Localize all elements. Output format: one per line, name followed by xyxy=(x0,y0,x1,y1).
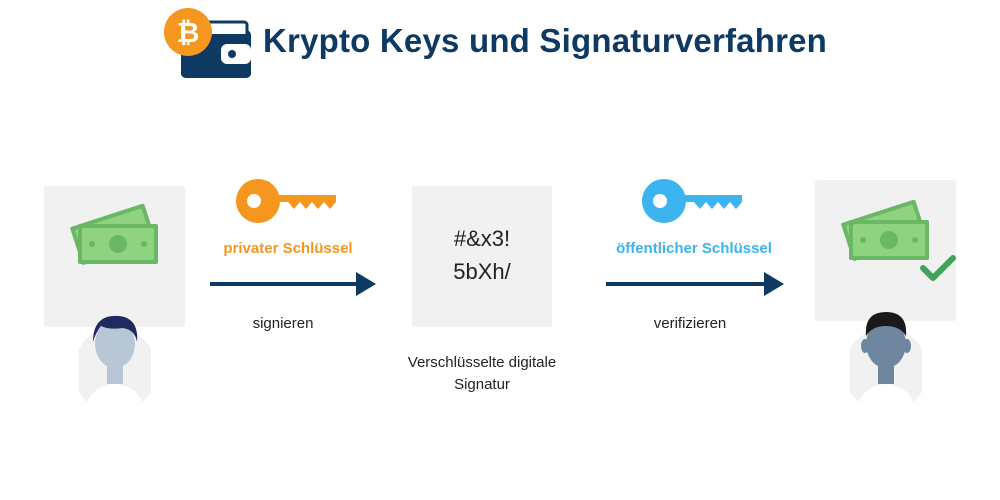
signature-panel xyxy=(412,186,552,327)
banknotes-icon xyxy=(70,203,158,265)
receiver-panel xyxy=(815,180,956,321)
banknotes-icon xyxy=(841,199,929,261)
signature-caption-line-2: Signatur xyxy=(454,376,510,393)
signature-caption: Verschlüsselte digitale Signatur xyxy=(380,352,584,396)
bitcoin-wallet-icon: ₿ xyxy=(163,8,255,80)
page-title: Krypto Keys und Signaturverfahren xyxy=(263,22,828,59)
sender-avatar xyxy=(73,300,157,412)
blue-key-icon xyxy=(642,179,742,223)
public-key-label: öffentlicher Schlüssel xyxy=(616,240,772,257)
signature-code: #&x3! 5bXh/ xyxy=(412,222,552,288)
signature-caption-line-1: Verschlüsselte digitale xyxy=(407,354,557,371)
signature-line-2: 5bXh/ xyxy=(453,259,511,284)
receiver-avatar xyxy=(844,300,928,412)
signature-line-1: #&x3! xyxy=(453,226,511,251)
sign-arrow xyxy=(210,272,376,296)
sender-panel xyxy=(44,186,185,327)
person-avatar-icon xyxy=(844,312,928,412)
checkmark-icon xyxy=(920,255,956,281)
person-avatar-icon xyxy=(73,315,157,412)
verify-label: verifizieren xyxy=(653,315,727,332)
private-key-label: privater Schlüssel xyxy=(223,240,353,257)
verify-arrow xyxy=(606,272,784,296)
svg-text:₿: ₿ xyxy=(177,17,200,48)
sign-label: signieren xyxy=(252,315,314,332)
orange-key-icon xyxy=(236,179,336,223)
